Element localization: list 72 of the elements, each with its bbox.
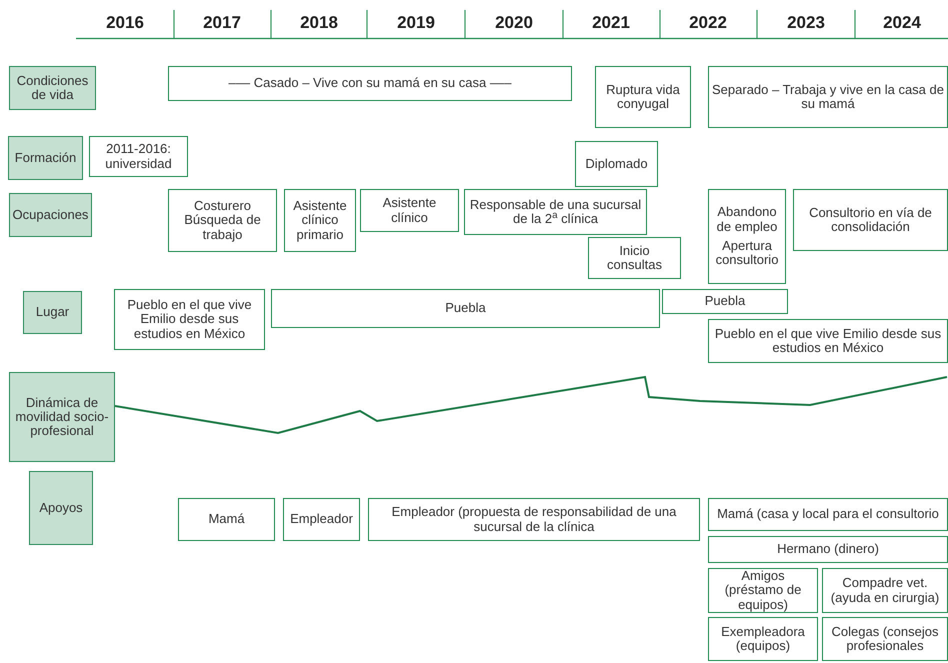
box-text: Compadre vet. (ayuda en cirurgia) [830,576,940,605]
box-text: Lugar [36,305,70,320]
event-box [178,498,275,541]
event-box [284,189,356,252]
event-box [662,289,788,314]
box-text: Apoyos [39,500,83,516]
box-text: Ruptura vida conyugal [605,82,681,112]
year-label: 2016 [106,12,144,34]
box-text: Asistente clínico [382,196,438,225]
year-label: 2021 [592,12,630,34]
category-box [9,193,92,237]
event-box [793,189,948,251]
box-text: Empleador [290,512,353,527]
event-box [89,136,188,177]
event-box [708,319,948,363]
box-text: Puebla [445,301,486,316]
box-text: Amigos (préstamo de equipos) [724,569,802,612]
box-text: 2011-2016: universidad [104,142,173,171]
event-box [168,189,277,252]
event-box [595,66,691,128]
box-text: Exempleadora (equipos) [720,624,806,654]
category-box [29,471,93,545]
event-box [360,189,459,232]
year-label: 2019 [397,12,435,34]
year-label: 2017 [203,12,241,34]
box-text: Abandono de empleo [716,205,778,234]
event-box [114,289,265,350]
box-text: Empleador (propuesta de responsabilidad de una sucursal de la clínica [390,505,678,534]
box-text: Hermano (dinero) [777,542,879,557]
box-text: Formación [14,150,76,166]
year-label: 2023 [787,12,825,34]
year-label: 2018 [300,12,338,34]
box-text: Puebla [704,294,746,309]
event-box [822,617,948,661]
event-box [271,289,660,328]
category-box [9,66,96,110]
box-text: Mamá (casa y local para el consultorio [717,507,939,522]
event-box [464,189,647,235]
box-text: Pueblo en el que vive Emilio desde sus estudios en México [126,298,253,341]
event-box [708,66,948,128]
box-text: Apertura consultorio [714,239,780,268]
box-text: ––– Casado – Vive con su mamá en su casa ––– [228,76,512,91]
box-text: Responsable de una sucursal de la 2$^{a}$ clínica [468,198,642,226]
event-box [168,66,572,101]
event-box [575,141,658,187]
event-box [708,189,786,284]
event-box [822,568,948,613]
box-text: Mamá [208,512,245,527]
event-box [588,237,681,279]
box-text: Diplomado [585,156,648,172]
category-box [8,136,83,180]
event-box [708,498,948,531]
box-text: Condiciones de vida [16,74,90,102]
year-label: 2024 [883,12,921,34]
box-text: Ocupaciones [12,208,88,222]
year-label: 2022 [689,12,727,34]
event-box [368,498,700,541]
box-text: Inicio consultas [606,244,663,272]
box-text: Dinámica de movilidad socio-profesional [14,396,110,438]
box-text: Costurero Búsqueda de trabajo [183,199,262,242]
box-text: Pueblo en el que vive Emilio desde sus estudios en México [714,326,942,356]
category-box [9,372,115,462]
event-box [708,568,818,613]
category-box [23,291,82,334]
event-box [708,617,818,661]
year-label: 2020 [495,12,533,34]
box-text: Colegas (consejos profesionales [830,624,940,654]
box-text: Asistente clínico primario [292,199,348,242]
box-text: Separado – Trabaja y vive en la casa de su mamá [711,82,945,112]
event-box [283,498,360,541]
event-box [708,536,948,563]
box-text: Consultorio en vía de consolidación [808,206,933,234]
